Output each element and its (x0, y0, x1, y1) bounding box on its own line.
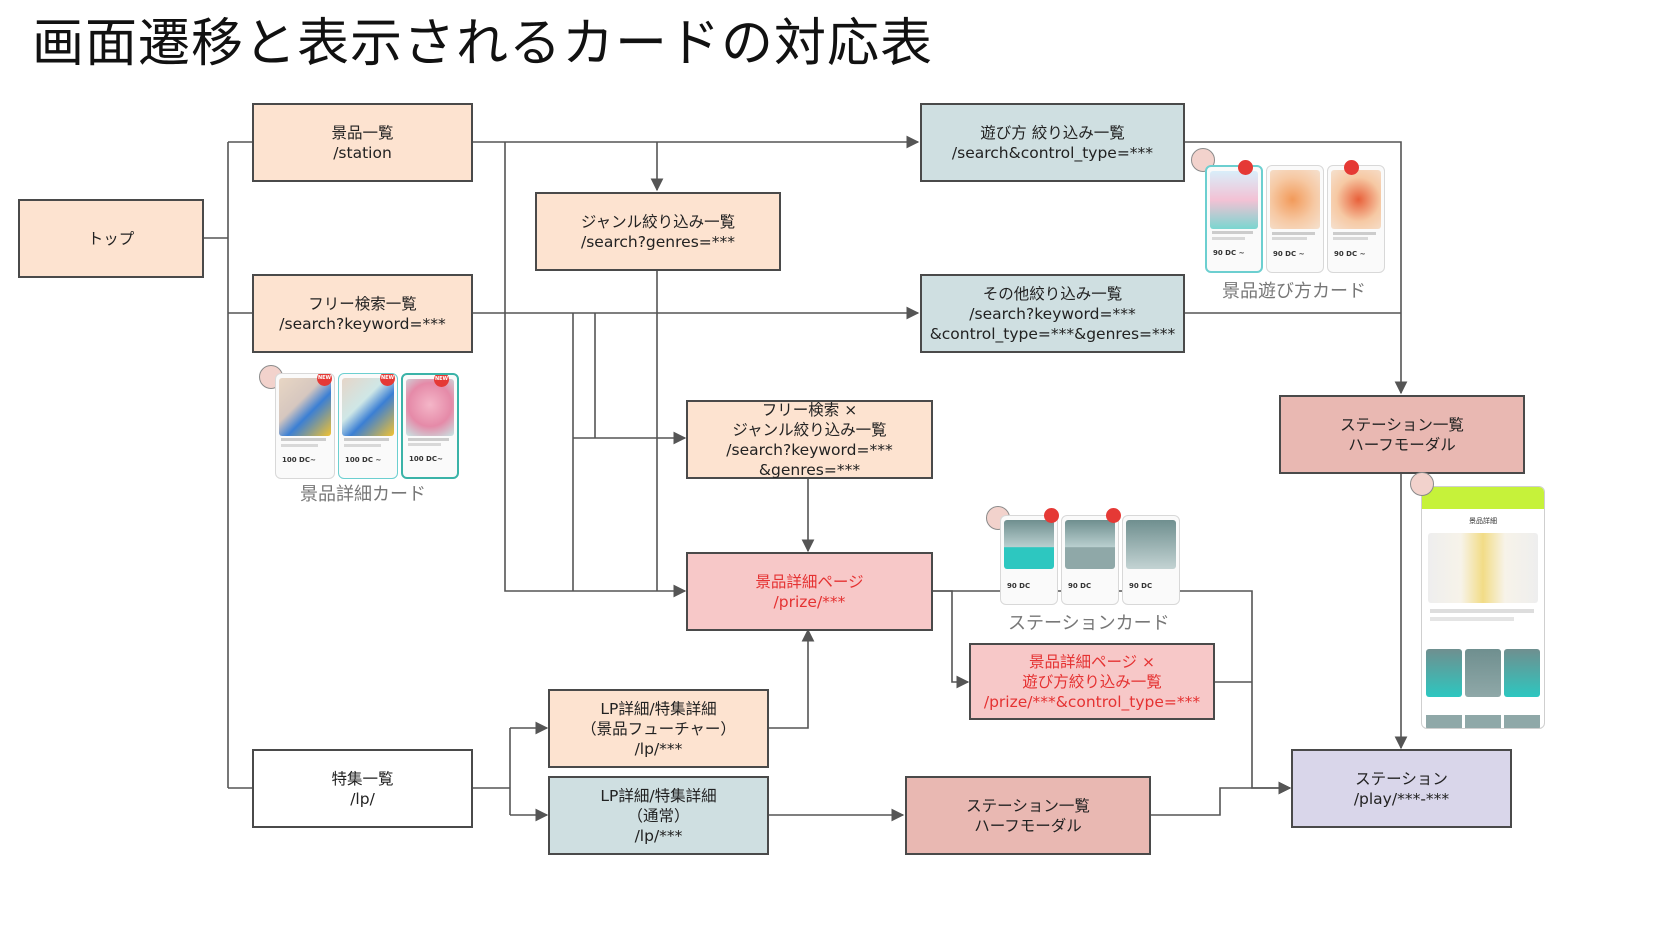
node-label: フリー検索一覧 (308, 294, 417, 313)
node-path: /prize/***&control_type=*** (983, 692, 1201, 711)
node-prize-control: 景品詳細ページ × 遊び方絞り込み一覧 /prize/***&control_t… (969, 643, 1215, 720)
node-free-genre: フリー検索 × ジャンル絞り込み一覧 /search?keyword=*** &… (686, 400, 933, 479)
node-station: ステーション /play/***-*** (1291, 749, 1512, 828)
node-label: 景品一覧 (331, 123, 394, 142)
count-badge (1344, 160, 1359, 175)
node-free-search: フリー検索一覧 /search?keyword=*** (252, 274, 473, 353)
node-lp-normal: LP詳細/特集詳細 （通常） /lp/*** (548, 776, 769, 855)
node-path: /station (333, 143, 392, 162)
count-badge (1238, 160, 1253, 175)
keihin-card: 100 DC~ NEW (275, 373, 335, 479)
station-card: 90 DC (1000, 515, 1058, 605)
card-price: 90 DC ~ (1213, 249, 1245, 257)
node-label-2: ハーフモーダル (1348, 435, 1456, 454)
card-price: 90 DC ~ (1334, 250, 1366, 258)
node-genre-search: ジャンル絞り込み一覧 /search?genres=*** (535, 192, 781, 271)
node-label: ステーション一覧 (1340, 415, 1464, 434)
node-label: LP詳細/特集詳細 (600, 786, 717, 805)
node-asobi-search: 遊び方 絞り込み一覧 /search&control_type=*** (920, 103, 1185, 182)
caption-keihin-card: 景品詳細カード (300, 484, 426, 505)
card-price: 90 DC (1129, 582, 1153, 590)
node-path: /lp/ (350, 789, 375, 808)
node-label: 遊び方 絞り込み一覧 (980, 123, 1125, 142)
node-label-2: ジャンル絞り込み一覧 (732, 420, 887, 439)
count-badge (1044, 508, 1059, 523)
node-label: 景品詳細ページ × (1028, 652, 1156, 671)
page-title: 画面遷移と表示されるカードの対応表 (32, 14, 934, 74)
node-label: 景品詳細ページ (755, 572, 864, 591)
keihin-card: 100 DC ~ NEW (338, 373, 398, 479)
node-path: /lp/*** (634, 739, 683, 758)
asobi-card: 90 DC ~ (1266, 165, 1324, 273)
station-card: 90 DC (1061, 515, 1119, 605)
card-price: 100 DC ~ (345, 456, 382, 464)
card-price: 90 DC ~ (1273, 250, 1305, 258)
node-label: ジャンル絞り込み一覧 (580, 212, 736, 231)
new-badge: NEW (380, 374, 395, 386)
card-price: 90 DC (1007, 582, 1031, 590)
node-path-2: &genres=*** (758, 460, 861, 479)
node-path: /play/***-*** (1353, 789, 1450, 808)
new-badge: NEW (434, 375, 449, 387)
new-badge: NEW (317, 374, 332, 386)
node-path: /search&control_type=*** (951, 143, 1154, 162)
asobi-card: 90 DC ~ (1205, 165, 1263, 273)
phone-header: 景品詳細 (1469, 517, 1497, 525)
marker-dot (1410, 472, 1434, 496)
card-price: 100 DC~ (409, 455, 443, 463)
node-label: 特集一覧 (331, 769, 394, 788)
phone-station-card (1504, 649, 1540, 697)
phone-mock: 景品詳細 (1421, 486, 1545, 729)
card-price: 90 DC (1068, 582, 1092, 590)
caption-asobi-card: 景品遊び方カード (1222, 281, 1366, 302)
node-station-modal-bottom: ステーション一覧 ハーフモーダル (905, 776, 1151, 855)
phone-station-card (1465, 649, 1501, 697)
node-top: トップ (18, 199, 204, 278)
node-tokushu-list: 特集一覧 /lp/ (252, 749, 473, 828)
node-top-label: トップ (87, 229, 135, 248)
node-label-2: ハーフモーダル (974, 816, 1082, 835)
station-card: 90 DC (1122, 515, 1180, 605)
node-path: /search?keyword=*** (969, 304, 1136, 323)
count-badge (1106, 508, 1121, 523)
phone-hero-image (1428, 533, 1538, 603)
phone-station-card (1426, 649, 1462, 697)
node-lp-feature: LP詳細/特集詳細 （景品フューチャー） /lp/*** (548, 689, 769, 768)
node-label-2: （通常） (627, 806, 690, 825)
node-path: /prize/*** (773, 592, 846, 611)
node-label: ステーション一覧 (966, 796, 1090, 815)
node-label-2: 遊び方絞り込み一覧 (1022, 672, 1162, 691)
phone-status-bar (1422, 487, 1544, 509)
node-path: /lp/*** (634, 826, 683, 845)
node-label: LP詳細/特集詳細 (600, 699, 717, 718)
node-path: /search?keyword=*** (279, 314, 446, 333)
node-keihin-list: 景品一覧 /station (252, 103, 473, 182)
node-label: ステーション (1355, 769, 1448, 788)
node-prize-page: 景品詳細ページ /prize/*** (686, 552, 933, 631)
node-station-modal-right: ステーション一覧 ハーフモーダル (1279, 395, 1525, 474)
node-label: その他絞り込み一覧 (982, 284, 1123, 303)
caption-station-card: ステーションカード (1008, 613, 1170, 634)
asobi-card: 90 DC ~ (1327, 165, 1385, 273)
node-path: /search?genres=*** (580, 232, 736, 251)
node-label: フリー検索 × (761, 400, 858, 419)
node-other-search: その他絞り込み一覧 /search?keyword=*** &control_t… (920, 274, 1185, 353)
node-path-2: &control_type=***&genres=*** (929, 324, 1176, 343)
card-price: 100 DC~ (282, 456, 316, 464)
node-path: /search?keyword=*** (726, 440, 893, 459)
node-label-2: （景品フューチャー） (581, 719, 736, 738)
keihin-card: 100 DC~ NEW (401, 373, 459, 479)
